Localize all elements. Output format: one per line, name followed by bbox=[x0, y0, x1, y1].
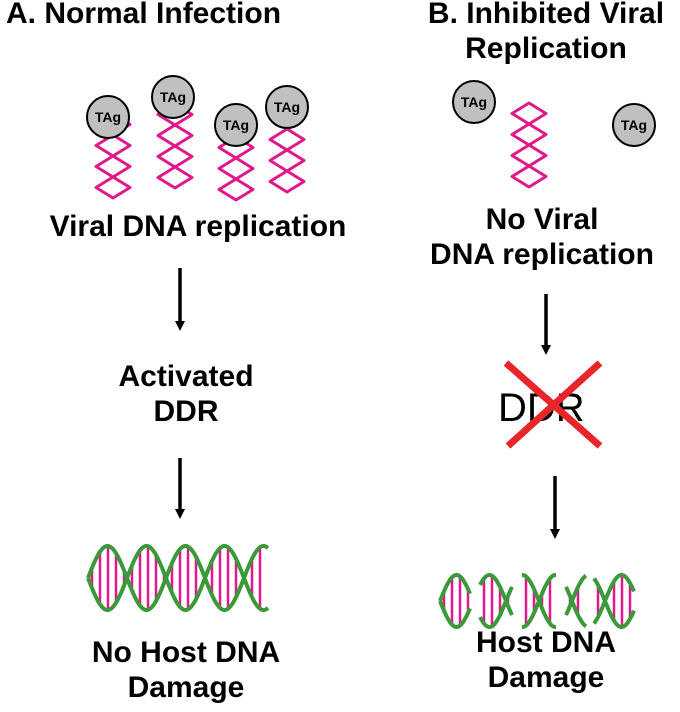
tag-label: TAg bbox=[274, 99, 300, 115]
panel-b-host-damage-label: Host DNA Damage bbox=[412, 626, 680, 695]
red-x-cross-icon bbox=[503, 360, 603, 449]
panel-b-no-viral-replication-line2: DNA replication bbox=[430, 237, 654, 271]
panel-a-activated-ddr-line1: Activated bbox=[118, 360, 254, 393]
panel-a-activated-ddr-label: Activated DDR bbox=[0, 360, 372, 429]
panel-b-host-damage-line1: Host DNA bbox=[476, 626, 616, 659]
tag-protein-icon: TAg bbox=[214, 103, 258, 147]
panel-a-viral-replication-label: Viral DNA replication bbox=[49, 210, 347, 243]
tag-protein-icon: TAg bbox=[452, 80, 496, 124]
panel-b-title-line2: Replication bbox=[465, 31, 627, 65]
tag-protein-icon: TAg bbox=[151, 75, 195, 119]
panel-b-no-viral-replication-label: No Viral DNA replication bbox=[404, 203, 680, 272]
panel-a-title: A. Normal Infection bbox=[6, 0, 282, 30]
tag-protein-icon: TAg bbox=[86, 95, 130, 139]
panel-b-host-damage-line2: Damage bbox=[487, 660, 605, 694]
tag-label: TAg bbox=[461, 94, 487, 110]
panel-b-title: B. Inhibited Viral Replication bbox=[412, 0, 680, 66]
tag-label: TAg bbox=[621, 117, 647, 133]
panel-b-no-viral-replication-line1: No Viral bbox=[485, 203, 599, 236]
tag-label: TAg bbox=[95, 109, 121, 125]
panel-a-activated-ddr-line2: DDR bbox=[153, 394, 219, 428]
tag-protein-icon: TAg bbox=[265, 85, 309, 129]
host-dna-double-helix-icon bbox=[438, 573, 636, 629]
panel-a-no-host-damage-line2: Damage bbox=[127, 670, 245, 704]
tag-protein-icon: TAg bbox=[612, 103, 656, 147]
panel-a-no-host-damage-label: No Host DNA Damage bbox=[0, 636, 372, 705]
panel-b-title-line1: B. Inhibited Viral bbox=[427, 0, 665, 30]
panel-a-no-host-damage-line1: No Host DNA bbox=[91, 636, 281, 669]
tag-label: TAg bbox=[160, 89, 186, 105]
tag-label: TAg bbox=[223, 117, 249, 133]
host-dna-double-helix-icon bbox=[86, 544, 270, 612]
viral-dna-helix-icon bbox=[510, 101, 548, 189]
